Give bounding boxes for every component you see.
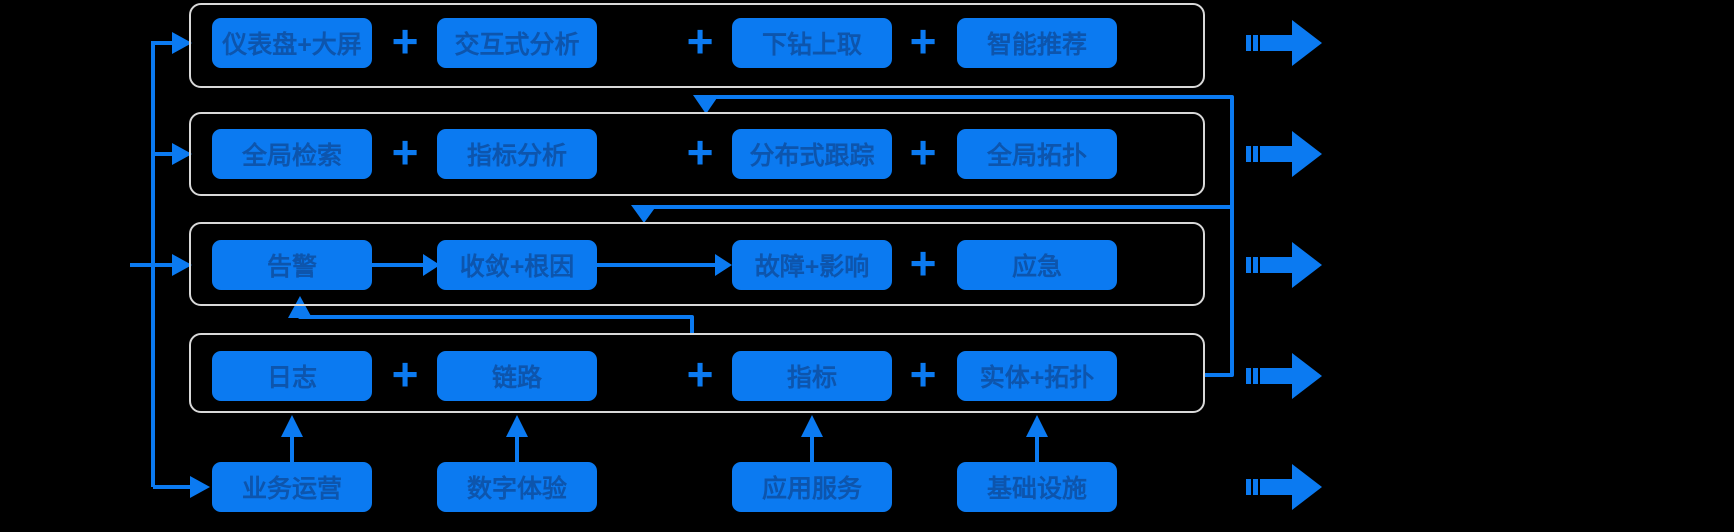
node-presentation-0: 仪表盘+大屏	[212, 18, 372, 68]
node-analysis-0: 全局检索	[212, 129, 372, 179]
node-analysis-2: 分布式跟踪	[732, 129, 892, 179]
plus-separator-icon: +	[909, 237, 937, 290]
node-data-0: 日志	[212, 351, 372, 401]
source-up-connectors	[290, 436, 1039, 462]
node-presentation-2: 下钻上取	[732, 18, 892, 68]
node-data-2: 指标	[732, 351, 892, 401]
flow-arrow-right-icon	[1246, 464, 1322, 510]
node-data-3: 实体+拓扑	[957, 351, 1117, 401]
left-trunk-connector	[130, 41, 192, 489]
group-data	[189, 333, 1205, 413]
node-alerting-1: 收敛+根因	[437, 240, 597, 290]
plus-separator-icon: +	[391, 15, 419, 68]
plus-separator-icon: +	[909, 15, 937, 68]
flow-arrow-right-icon	[1246, 131, 1322, 177]
node-analysis-1: 指标分析	[437, 129, 597, 179]
node-alerting-0: 告警	[212, 240, 372, 290]
plus-separator-icon: +	[391, 348, 419, 401]
node-alerting-2: 故障+影响	[732, 240, 892, 290]
flow-arrow-right-icon	[1246, 353, 1322, 399]
plus-separator-icon: +	[909, 348, 937, 401]
plus-separator-icon: +	[686, 15, 714, 68]
plus-separator-icon: +	[686, 126, 714, 179]
plus-separator-icon: +	[686, 348, 714, 401]
node-sources-1: 数字体验	[437, 462, 597, 512]
flow-arrow-right-icon	[1246, 20, 1322, 66]
plus-separator-icon: +	[391, 126, 419, 179]
group-alerting	[189, 222, 1205, 306]
group-presentation	[189, 3, 1205, 88]
node-sources-2: 应用服务	[732, 462, 892, 512]
node-sources-0: 业务运营	[212, 462, 372, 512]
node-analysis-3: 全局拓扑	[957, 129, 1117, 179]
data-to-alert-connector	[298, 314, 694, 333]
node-sources-3: 基础设施	[957, 462, 1117, 512]
node-presentation-1: 交互式分析	[437, 18, 597, 68]
group-analysis	[189, 112, 1205, 196]
plus-separator-icon: +	[909, 126, 937, 179]
flow-arrow-right-icon	[1246, 242, 1322, 288]
node-presentation-3: 智能推荐	[957, 18, 1117, 68]
node-data-1: 链路	[437, 351, 597, 401]
row-exit-arrow-icons	[1246, 20, 1322, 510]
source-up-arrowhead-icons	[281, 415, 1048, 437]
node-alerting-3: 应急	[957, 240, 1117, 290]
